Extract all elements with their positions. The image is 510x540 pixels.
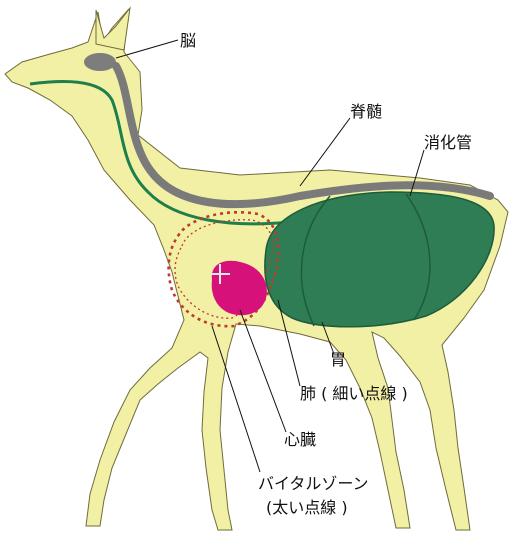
label-brain: 脳 [180, 31, 196, 50]
label-digestive-tract: 消化管 [424, 133, 472, 152]
label-vital-zone-note: (太い点線 ) [266, 498, 348, 517]
label-lung: 肺 ( 細い点線 ) [300, 384, 408, 403]
label-spinal-cord: 脊髄 [350, 102, 382, 121]
brain-shape [84, 53, 116, 71]
deer-ear [96, 8, 130, 50]
label-vital-zone: バイタルゾーン [258, 474, 369, 493]
label-heart: 心臓 [284, 430, 316, 449]
label-stomach: 胃 [330, 350, 346, 369]
